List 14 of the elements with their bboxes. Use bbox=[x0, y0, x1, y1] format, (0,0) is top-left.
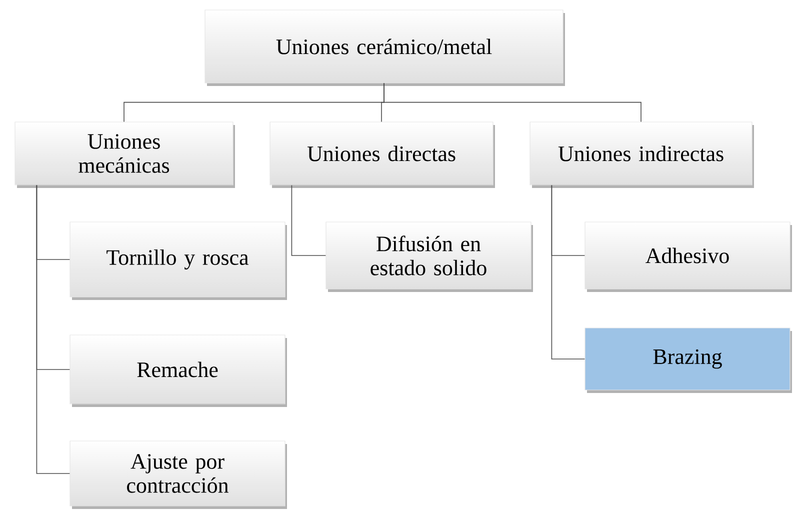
connector-line bbox=[36, 184, 70, 474]
connector-line bbox=[384, 82, 642, 122]
category-box: Remache bbox=[70, 334, 287, 407]
category-box: Uniones mecánicas bbox=[14, 122, 235, 188]
category-box: Adhesivo bbox=[584, 222, 792, 292]
category-box: Tornillo y rosca bbox=[70, 222, 287, 300]
connector-line bbox=[291, 184, 326, 256]
category-box: Difusión en estado solido bbox=[326, 222, 533, 292]
category-box: Brazing bbox=[584, 328, 792, 393]
category-box: Uniones cerámico/metal bbox=[204, 10, 565, 86]
category-box: Uniones directas bbox=[270, 122, 495, 188]
category-box: Uniones indirectas bbox=[530, 122, 754, 188]
category-box: Ajuste por contracción bbox=[70, 440, 287, 509]
connector-line bbox=[551, 184, 586, 360]
